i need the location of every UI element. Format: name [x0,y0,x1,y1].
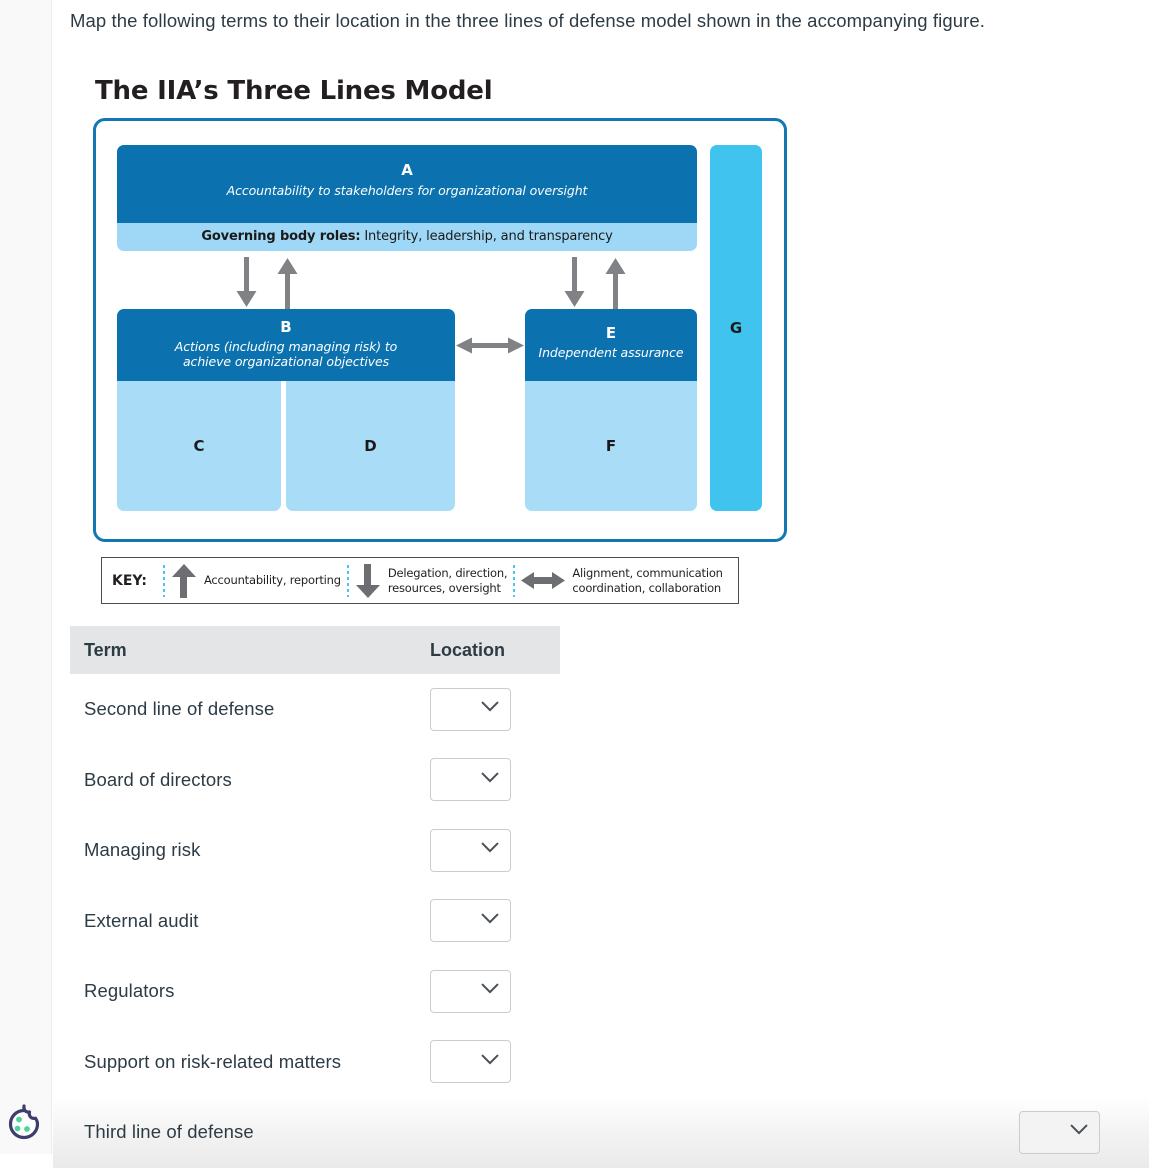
chevron-down-icon [481,1052,499,1070]
box-c: C [117,381,281,511]
term-label: Regulators [84,980,175,1002]
term-label: External audit [84,909,199,931]
cookie-icon [8,1104,40,1140]
arrow-bidirectional-icon [521,571,566,589]
arrow-up-icon [277,258,298,309]
table-row: External audit [70,886,560,957]
table-row: Regulators [70,956,560,1027]
term-label: Second line of defense [84,698,275,720]
arrow-bidirectional-icon [454,329,526,363]
chevron-down-icon [481,770,499,788]
table-header-row: Term Location [70,626,560,674]
table-row: Board of directors [70,745,560,816]
box-a-description: Accountability to stakeholders for organ… [226,182,588,198]
chevron-down-icon [1070,1122,1088,1140]
term-location-table: Term Location Second line of defense Boa… [53,626,1149,1168]
key-separator [162,564,165,597]
key-item-accountability-text: Accountability, reporting [204,573,341,587]
box-b-description-line1: Actions (including managing risk) to [174,338,398,354]
location-select[interactable] [430,969,511,1013]
table-row: Third line of defense [53,1097,1149,1168]
box-e-description: Independent assurance [538,344,684,360]
column-header-location: Location [430,639,505,660]
chevron-down-icon [481,840,499,858]
box-b-description-line2: achieve organizational objectives [182,354,390,370]
location-select[interactable] [430,1040,511,1084]
box-e-label: E [605,324,617,342]
arrow-pair-right [554,257,640,309]
key-item-alignment: Alignment, communication coordination, c… [521,566,723,595]
cookie-chip [14,1125,21,1132]
key-text-line1: Alignment, communication [572,566,723,581]
chevron-down-icon [481,699,499,717]
term-label: Third line of defense [84,1121,254,1143]
cookie-chip [24,1126,30,1132]
governing-body-roles-bold: Governing body roles: [201,229,361,244]
key-separator [513,564,516,597]
governing-body-roles-bar: Governing body roles: Integrity, leaders… [117,223,697,251]
governing-body-roles-rest: Integrity, leadership, and transparency [360,229,613,244]
location-select[interactable] [430,899,511,943]
cookie-consent-button[interactable] [2,1102,46,1146]
box-b: B Actions (including managing risk) to a… [117,309,455,381]
key-item-accountability: Accountability, reporting [171,563,341,598]
arrow-down-icon [236,257,257,307]
box-a-label: A [401,161,413,179]
term-label: Support on risk-related matters [84,1050,342,1072]
cookie-chip [16,1116,22,1123]
box-g: G [710,145,762,511]
arrow-pair-left [226,257,312,309]
key-legend: KEY: Accountability, reporting [101,557,739,604]
table-row: Support on risk-related matters [70,1027,560,1098]
box-a: A Accountability to stakeholders for org… [117,145,697,223]
key-text-line1: Delegation, direction, [387,566,508,581]
box-d: D [286,381,455,511]
arrow-up-icon [605,258,626,309]
key-item-delegation: Delegation, direction, resources, oversi… [355,563,508,598]
three-lines-model-figure: The IIA’s Three Lines Model A Accountabi… [93,76,793,542]
box-e: E Independent assurance [525,309,697,381]
page-content: Map the following terms to their locatio… [53,0,1149,1168]
arrow-down-icon [355,563,380,598]
arrow-down-icon [564,257,585,307]
chevron-down-icon [481,911,499,929]
box-f: F [525,381,697,511]
key-text-line2: coordination, collaboration [572,580,722,595]
figure-title: The IIA’s Three Lines Model [95,76,493,106]
box-b-label: B [280,318,292,336]
question-prompt: Map the following terms to their locatio… [70,10,986,31]
table-row: Second line of defense [70,674,560,745]
key-item-delegation-text: Delegation, direction, resources, oversi… [388,566,508,594]
term-label: Board of directors [84,768,232,790]
table-row: Managing risk [70,815,560,886]
key-legend-label: KEY: [112,572,147,589]
arrow-up-icon [171,563,196,598]
key-separator [346,564,349,597]
location-select[interactable] [430,828,511,872]
model-frame: A Accountability to stakeholders for org… [93,118,787,542]
left-gutter [0,0,52,1154]
term-label: Managing risk [84,839,201,861]
location-select[interactable] [1019,1110,1100,1154]
location-select[interactable] [430,758,511,802]
chevron-down-icon [481,981,499,999]
key-text-line1: Accountability, reporting [203,573,341,588]
location-select[interactable] [430,687,511,731]
key-item-alignment-text: Alignment, communication coordination, c… [572,566,723,595]
key-text-line2: resources, oversight [387,580,501,595]
column-header-term: Term [84,639,127,660]
